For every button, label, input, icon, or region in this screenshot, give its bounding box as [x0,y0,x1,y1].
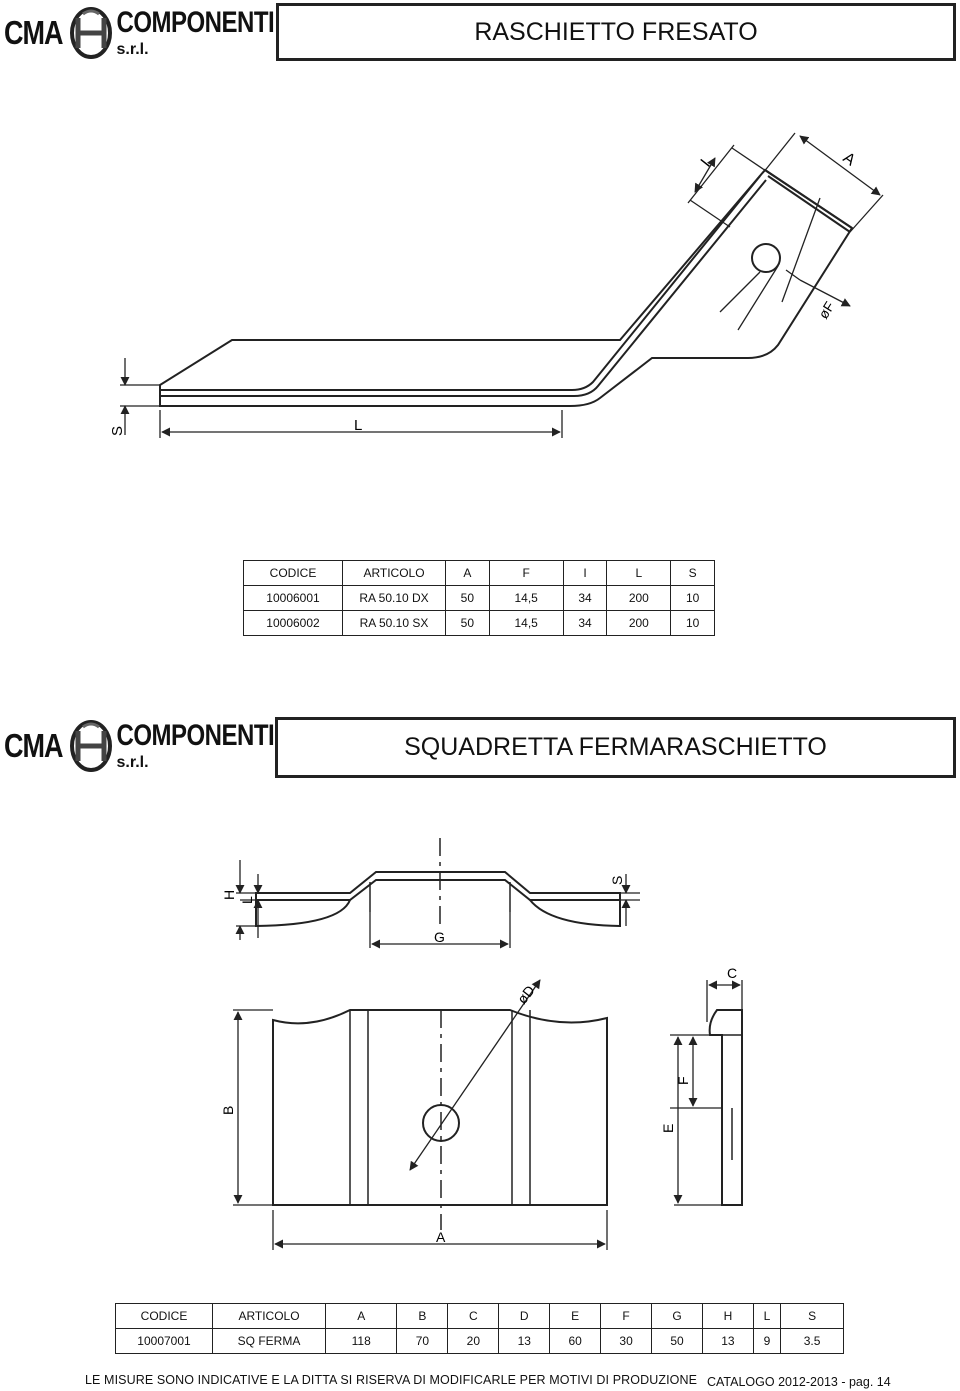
table-header-cell: E [549,1303,602,1329]
dim-label-s2: S [609,876,625,885]
table-cell: 13 [498,1328,551,1354]
table-header-cell: I [562,560,608,586]
table-header-cell: S [780,1303,844,1329]
table-cell: 34 [562,610,608,636]
table-cell: 200 [606,610,672,636]
table-cell: RA 50.10 SX [342,610,446,636]
dim-label-e: E [660,1124,676,1133]
table-header-cell: L [606,560,672,586]
logo-text-componenti: COMPONENTI [116,5,275,40]
section2-title: SQUADRETTA FERMARASCHIETTO [275,717,956,778]
dim-label-g: G [434,929,445,945]
table-cell: 10 [670,610,715,636]
dimension-lines [120,132,884,438]
dim-label-h: H [221,890,237,900]
table-header-row: CODICE ARTICOLO A F I L S [243,560,715,586]
section2-title-text: SQUADRETTA FERMARASCHIETTO [404,733,827,761]
logo-text-srl: s.r.l. [116,41,149,58]
squadretta-drawing: H L S G øD B A C F E [220,838,743,1250]
side-view [255,871,621,928]
dim-label-f2: F [675,1076,691,1085]
table-header-cell: ARTICOLO [212,1303,326,1329]
section1-spec-table: CODICE ARTICOLO A F I L S 10006001 RA 50… [243,560,715,636]
table-cell: RA 50.10 DX [342,585,446,611]
table-cell: 10006002 [243,610,343,636]
dim-label-a: A [840,149,859,169]
table-header-cell: A [324,1303,398,1329]
footer-page-number: CATALOGO 2012-2013 - pag. 14 [707,1375,891,1389]
table-header-cell: CODICE [115,1303,213,1329]
table-cell: 50 [651,1328,703,1354]
logo-mark-icon [69,720,112,772]
table-cell: 9 [752,1328,782,1354]
table-cell: 10007001 [115,1328,213,1354]
dim-label-d: øD [514,982,538,1007]
table-header-cell: F [488,560,564,586]
table-cell: 60 [549,1328,602,1354]
logo-text-cma: CMA [4,13,63,52]
table-cell: SQ FERMA [212,1328,326,1354]
table-cell: 13 [701,1328,754,1354]
table-header-cell: F [600,1303,653,1329]
raschietto-drawing: I A øF S L [109,132,884,438]
company-logo-2: CMA COMPONENTI s.r.l. [4,717,275,775]
logo-text-componenti: COMPONENTI [116,718,275,753]
dim-label-a2: A [436,1229,446,1245]
section1-title-text: RASCHIETTO FRESATO [474,17,758,46]
table-cell: 10006001 [243,585,343,611]
table-header-cell: ARTICOLO [342,560,446,586]
table-cell: 20 [447,1328,500,1354]
dim-label-f: øF [815,299,838,322]
table-header-cell: L [752,1303,782,1329]
section-view [708,1009,743,1206]
table-cell: 10 [670,585,715,611]
scraper-blade [159,168,854,407]
logo-text-cma: CMA [4,726,63,765]
table-cell: 14,5 [488,610,564,636]
section2-spec-table: CODICE ARTICOLO A B C D E F G H L S 1000… [115,1303,844,1354]
table-header-cell: S [670,560,715,586]
table-row: 10006002 RA 50.10 SX 50 14,5 34 200 10 [243,610,715,636]
table-row: 10007001 SQ FERMA 118 70 20 13 60 30 50 … [115,1328,844,1354]
company-logo: CMA COMPONENTI s.r.l. [4,4,275,62]
table-cell: 50 [445,610,490,636]
table-header-cell: CODICE [243,560,343,586]
dim-label-s: S [109,426,126,436]
table-cell: 118 [324,1328,398,1354]
table-cell: 34 [562,585,608,611]
front-dimensions [233,979,608,1250]
logo-text-srl: s.r.l. [116,754,149,771]
dim-label-l: L [354,417,362,434]
table-cell: 200 [606,585,672,611]
table-cell: 3.5 [780,1328,844,1354]
table-cell: 30 [600,1328,653,1354]
dim-label-c: C [727,965,737,981]
table-header-cell: B [396,1303,449,1329]
hole-f [751,243,781,273]
logo-mark-icon [69,7,112,59]
table-header-cell: A [445,560,490,586]
section1-title: RASCHIETTO FRESATO [276,3,956,61]
side-dimensions [235,860,640,949]
footer-disclaimer: LE MISURE SONO INDICATIVE E LA DITTA SI … [85,1373,698,1387]
dim-label-b: B [220,1106,236,1115]
table-header-cell: C [447,1303,500,1329]
table-cell: 70 [396,1328,449,1354]
table-row: 10006001 RA 50.10 DX 50 14,5 34 200 10 [243,585,715,611]
table-header-cell: H [701,1303,754,1329]
table-header-cell: D [498,1303,551,1329]
section-dimensions [670,980,743,1206]
table-cell: 14,5 [488,585,564,611]
table-header-row: CODICE ARTICOLO A B C D E F G H L S [115,1303,844,1329]
dim-label-l2: L [239,896,255,904]
table-header-cell: G [651,1303,703,1329]
table-cell: 50 [445,585,490,611]
